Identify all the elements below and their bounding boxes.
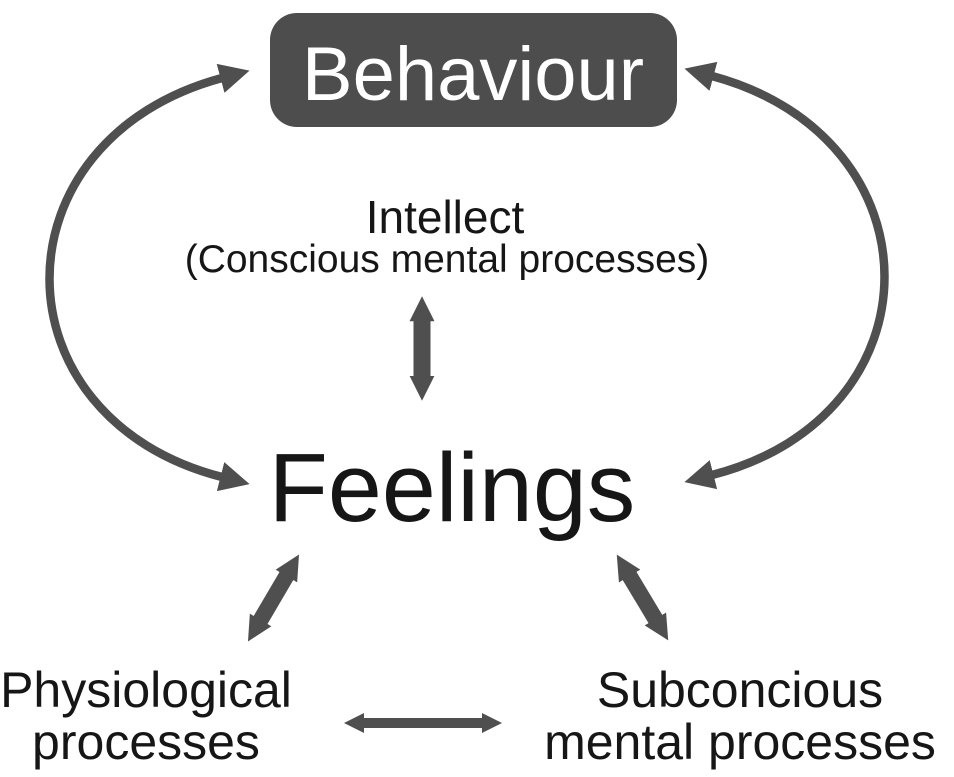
arrow-feelings-subconcious [616, 554, 669, 641]
intellect-label: Intellect [366, 191, 525, 243]
subconcious-label-line1: Subconcious [597, 662, 883, 718]
arrow-feelings-physiological [247, 554, 300, 642]
arrow-feelings-behaviour-right [684, 61, 889, 490]
subconcious-label-line2: mental processes [544, 714, 936, 770]
physiological-node: Physiological processes [0, 662, 292, 770]
arrows-group [45, 61, 889, 733]
behaviour-label: Behaviour [302, 32, 644, 117]
behaviour-box [270, 13, 677, 127]
arrow-feelings-behaviour-left [45, 63, 250, 492]
physiological-label-line1: Physiological [0, 662, 292, 718]
intellect-node: Intellect (Conscious mental processes) [185, 191, 710, 281]
physiological-label-line2: processes [32, 714, 260, 770]
intellect-sublabel: (Conscious mental processes) [185, 238, 710, 281]
behaviour-node: Behaviour [270, 13, 677, 127]
subconcious-node: Subconcious mental processes [544, 662, 936, 770]
feelings-label: Feelings [269, 433, 636, 542]
